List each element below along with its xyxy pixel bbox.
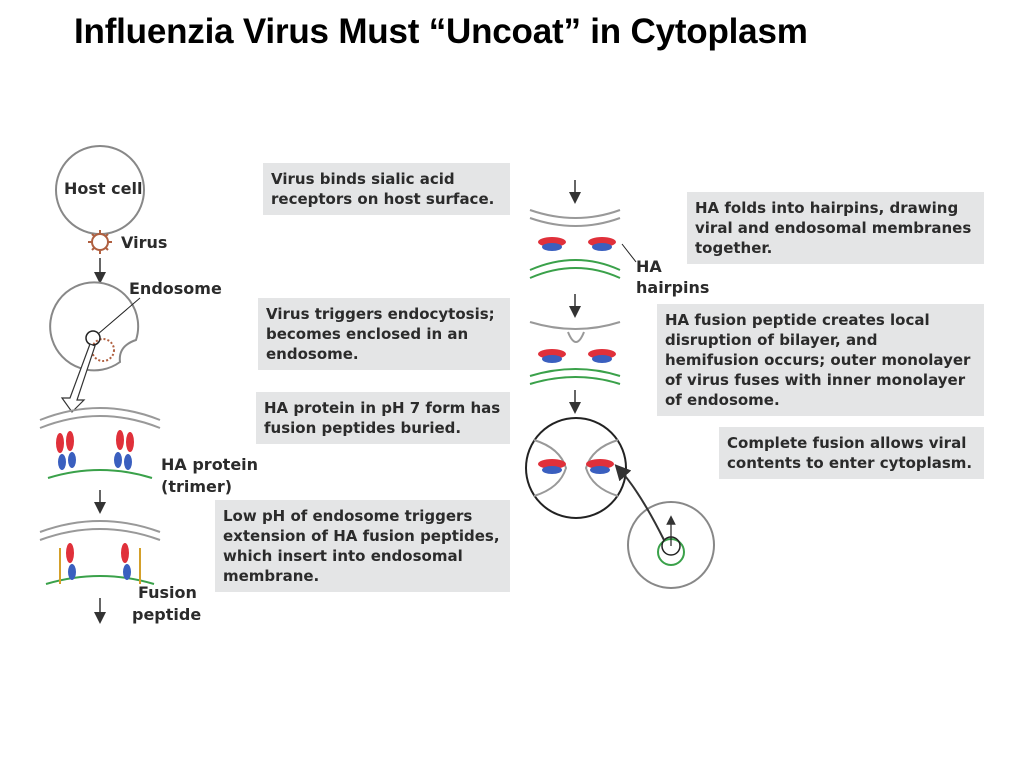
virus-icon	[88, 230, 112, 254]
ha-protein-label: HA protein	[161, 455, 259, 474]
fusion-label: Fusion	[138, 583, 197, 602]
ha-extended	[39, 520, 161, 585]
ha-trimer-label: (trimer)	[161, 477, 233, 496]
fused-cell	[614, 464, 715, 589]
zoom-arrow-icon	[614, 464, 665, 541]
endosome-cell	[49, 281, 140, 372]
step-endocytosis-box: Virus triggers endocytosis; becomes encl…	[258, 298, 510, 370]
endosome-virus	[91, 338, 115, 362]
step-hemifusion-box: HA fusion peptide creates local disrupti…	[657, 304, 984, 416]
hemifusion	[529, 321, 621, 385]
step-low-ph-box: Low pH of endosome triggers extension of…	[215, 500, 510, 592]
ha-hairpins	[529, 209, 637, 279]
step-bind-box: Virus binds sialic acid receptors on hos…	[263, 163, 510, 215]
endosome-label: Endosome	[129, 279, 222, 298]
step-complete-fusion-box: Complete fusion allows viral contents to…	[719, 427, 984, 479]
zoom-arrow-icon	[60, 343, 96, 413]
hairpins-label-2: hairpins	[636, 278, 710, 297]
peptide-label: peptide	[132, 605, 202, 624]
virus-label: Virus	[121, 233, 168, 252]
complete-fusion-zoom	[525, 417, 627, 519]
step-ph7-box: HA protein in pH 7 form has fusion pepti…	[256, 392, 510, 444]
ha-trimer-ph7	[39, 407, 161, 479]
step-hairpins-box: HA folds into hairpins, drawing viral an…	[687, 192, 984, 264]
host-cell-label: Host cell	[64, 179, 143, 198]
page-title: Influenzia Virus Must “Uncoat” in Cytopl…	[74, 12, 808, 51]
hairpins-label-1: HA	[636, 257, 662, 276]
